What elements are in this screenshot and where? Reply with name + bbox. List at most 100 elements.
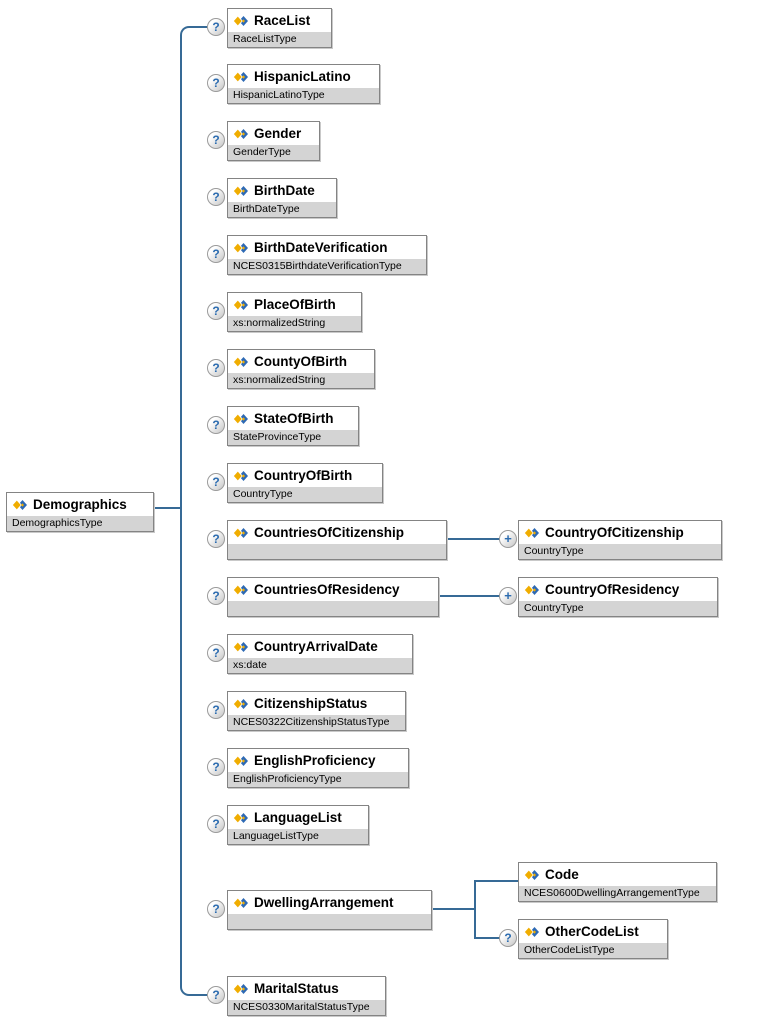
element-icon [232,241,249,254]
optional-icon: ? [207,530,225,548]
schema-node-countyofbirth[interactable]: CountyOfBirth xs:normalizedString [227,349,375,389]
optional-icon: ? [207,644,225,662]
node-type [228,914,431,929]
schema-node-birthdate[interactable]: BirthDate BirthDateType [227,178,337,218]
schema-node-birthdateverification[interactable]: BirthDateVerification NCES0315BirthdateV… [227,235,427,275]
connector-citizenship [445,538,503,540]
schema-node-racelist[interactable]: RaceList RaceListType [227,8,332,48]
node-type: xs:normalizedString [228,373,374,388]
node-label: DwellingArrangement [254,895,394,910]
schema-node-countriesofresidency[interactable]: CountriesOfResidency [227,577,439,617]
element-icon [11,498,28,511]
element-icon [232,184,249,197]
element-icon [232,896,249,909]
node-type: StateProvinceType [228,430,358,445]
schema-node-citizenshipstatus[interactable]: CitizenshipStatus NCES0322CitizenshipSta… [227,691,406,731]
node-label: BirthDate [254,183,315,198]
node-label: CitizenshipStatus [254,696,368,711]
node-label: CountriesOfResidency [254,582,400,597]
node-type: RaceListType [228,32,331,47]
node-type: LanguageListType [228,829,368,844]
node-type: NCES0322CitizenshipStatusType [228,715,405,730]
node-label: CountriesOfCitizenship [254,525,405,540]
schema-node-stateofbirth[interactable]: StateOfBirth StateProvinceType [227,406,359,446]
node-type [228,544,446,559]
schema-node-gender[interactable]: Gender GenderType [227,121,320,161]
node-type: HispanicLatinoType [228,88,379,103]
node-label: RaceList [254,13,311,28]
schema-node-countryofbirth[interactable]: CountryOfBirth CountryType [227,463,383,503]
element-icon [523,868,540,881]
optional-icon: ? [207,131,225,149]
schema-node-englishproficiency[interactable]: EnglishProficiency EnglishProficiencyTyp… [227,748,409,788]
optional-icon: ? [207,245,225,263]
optional-icon: ? [207,302,225,320]
schema-node-languagelist[interactable]: LanguageList LanguageListType [227,805,369,845]
node-type: xs:normalizedString [228,316,361,331]
optional-icon: ? [207,815,225,833]
element-icon [232,697,249,710]
connector-dwelling-stub [430,908,476,910]
element-icon [232,14,249,27]
optional-icon: ? [207,587,225,605]
schema-node-countryofcitizenship[interactable]: CountryOfCitizenship CountryType [518,520,722,560]
schema-node-demographics[interactable]: Demographics DemographicsType [6,492,154,532]
element-icon [523,925,540,938]
connector-othercodelist [474,937,503,939]
optional-icon: ? [207,18,225,36]
schema-node-countryofresidency[interactable]: CountryOfResidency CountryType [518,577,718,617]
schema-node-placeofbirth[interactable]: PlaceOfBirth xs:normalizedString [227,292,362,332]
optional-icon: ? [207,758,225,776]
schema-node-countryarrivaldate[interactable]: CountryArrivalDate xs:date [227,634,413,674]
schema-node-dwellingarrangement[interactable]: DwellingArrangement [227,890,432,930]
repeat-icon: + [499,530,517,548]
element-icon [232,526,249,539]
element-icon [232,811,249,824]
node-type: CountryType [519,601,717,616]
node-label: PlaceOfBirth [254,297,336,312]
optional-icon: ? [207,359,225,377]
optional-icon: ? [207,900,225,918]
element-icon [523,583,540,596]
node-type: BirthDateType [228,202,336,217]
connector-residency [437,595,503,597]
element-icon [232,127,249,140]
node-type: OtherCodeListType [519,943,667,958]
node-label: CountryOfBirth [254,468,353,483]
node-label: LanguageList [254,810,342,825]
node-label: MaritalStatus [254,981,339,996]
node-label: Gender [254,126,302,141]
optional-icon: ? [499,929,517,947]
schema-node-maritalstatus[interactable]: MaritalStatus NCES0330MaritalStatusType [227,976,386,1016]
node-label: CountryArrivalDate [254,639,378,654]
node-label: Demographics [33,497,127,512]
element-icon [232,982,249,995]
element-icon [232,70,249,83]
node-label: EnglishProficiency [254,753,376,768]
schema-node-hispaniclatino[interactable]: HispanicLatino HispanicLatinoType [227,64,380,104]
connector-root [152,507,182,509]
node-type: GenderType [228,145,319,160]
node-type: EnglishProficiencyType [228,772,408,787]
node-label: HispanicLatino [254,69,351,84]
node-label: Code [545,867,579,882]
node-label: StateOfBirth [254,411,334,426]
optional-icon: ? [207,416,225,434]
schema-node-countriesofcitizenship[interactable]: CountriesOfCitizenship [227,520,447,560]
element-icon [232,412,249,425]
element-icon [232,583,249,596]
connector-trunk [180,26,207,996]
node-type: DemographicsType [7,516,153,531]
element-icon [232,640,249,653]
node-label: CountryOfCitizenship [545,525,684,540]
repeat-icon: + [499,587,517,605]
node-label: OtherCodeList [545,924,639,939]
element-icon [232,298,249,311]
element-icon [232,355,249,368]
schema-node-othercodelist[interactable]: OtherCodeList OtherCodeListType [518,919,668,959]
node-type: NCES0315BirthdateVerificationType [228,259,426,274]
schema-node-code[interactable]: Code NCES0600DwellingArrangementType [518,862,717,902]
optional-icon: ? [207,473,225,491]
node-label: CountryOfResidency [545,582,680,597]
